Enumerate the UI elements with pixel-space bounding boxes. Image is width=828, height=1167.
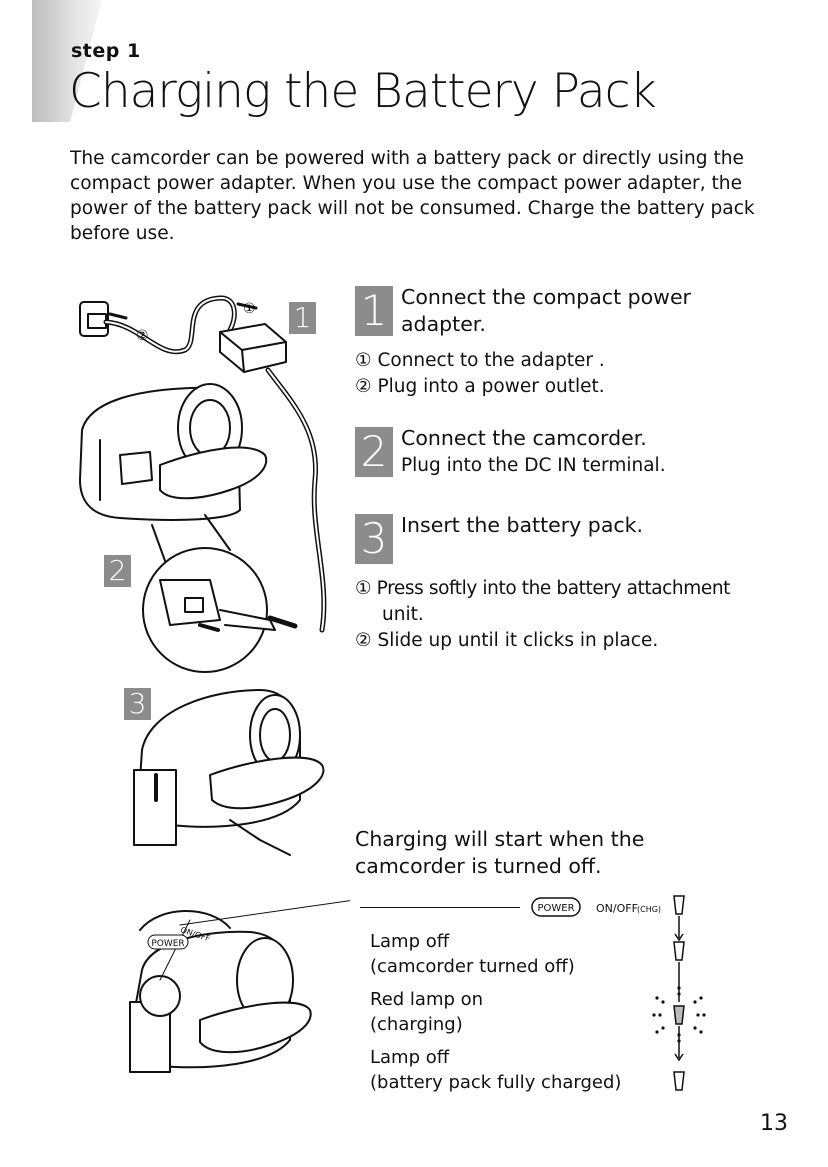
callout-1: ① bbox=[243, 301, 256, 317]
lamp-state-3: Lamp off (battery pack fully charged) bbox=[370, 1047, 622, 1093]
lamp-state-2: Red lamp on (charging) bbox=[370, 989, 484, 1035]
page-number: 13 bbox=[760, 1111, 788, 1136]
lamp-diagram: POWER ON/OFF (CHG) bbox=[531, 895, 706, 1091]
chg-label: (CHG) bbox=[637, 905, 661, 914]
step-3-item-2: ② Slide up until it clicks in place. bbox=[355, 630, 659, 651]
step-3-item-1-cont: unit. bbox=[382, 604, 424, 625]
step-3-heading: Insert the battery pack. bbox=[401, 513, 644, 537]
step-2-sub: Plug into the DC IN terminal. bbox=[401, 455, 666, 476]
camcorder-power-switch bbox=[129, 900, 350, 1073]
callout-2: ② bbox=[136, 328, 149, 344]
power-label: POWER bbox=[537, 903, 574, 914]
header-accent-bar bbox=[32, 0, 102, 122]
dc-in-zoom bbox=[142, 514, 298, 673]
figure-badge-2: 2 bbox=[104, 555, 131, 587]
step-1-item-2: ② Plug into a power outlet. bbox=[355, 376, 605, 397]
wall-outlet bbox=[79, 301, 109, 337]
power-adapter bbox=[219, 323, 287, 373]
svg-text:POWER: POWER bbox=[151, 939, 184, 949]
step-1-heading: Connect the compact power adapter. bbox=[401, 285, 691, 336]
page-title: Charging the Battery Pack bbox=[69, 64, 657, 119]
lamp-state-1: Lamp off (camcorder turned off) bbox=[370, 931, 575, 977]
step-1-item-1: ① Connect to the adapter . bbox=[355, 350, 605, 371]
camcorder-illustration bbox=[79, 383, 268, 521]
charging-note: Charging will start when the camcorder i… bbox=[355, 827, 645, 878]
camcorder-battery-insert bbox=[133, 689, 325, 856]
intro-paragraph: The camcorder can be powered with a batt… bbox=[70, 148, 755, 244]
step-label: step 1 bbox=[71, 40, 141, 62]
switch-label: ON/OFF bbox=[596, 902, 638, 915]
step-badge-3: 3 bbox=[355, 514, 393, 564]
step-badge-2: 2 bbox=[355, 427, 393, 477]
figure-badge-1: 1 bbox=[289, 302, 316, 334]
step-2-heading: Connect the camcorder. bbox=[401, 426, 647, 450]
charging-illustration: ① ② POWER ON/OFF bbox=[79, 295, 350, 1073]
step-3-item-1: ① Press softly into the battery attachme… bbox=[355, 578, 731, 599]
step-badge-1: 1 bbox=[355, 286, 393, 336]
leader-line bbox=[360, 907, 520, 908]
figure-badge-3: 3 bbox=[124, 688, 151, 720]
